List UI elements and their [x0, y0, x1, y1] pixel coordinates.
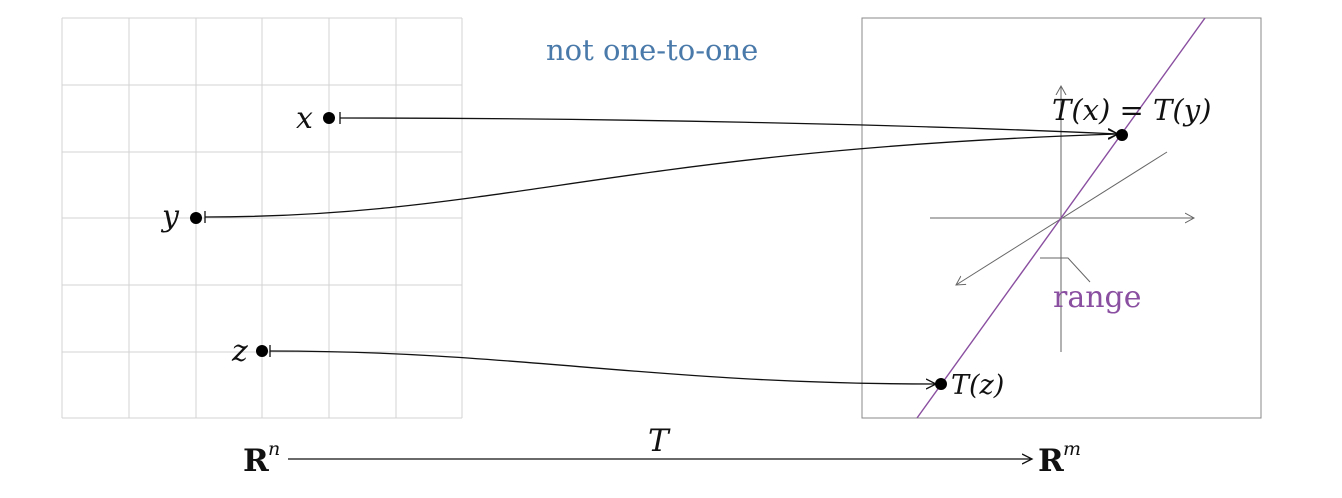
range-leader: [1040, 257, 1091, 283]
range-label: range: [1053, 280, 1142, 315]
codomain-box: [861, 17, 1262, 419]
point-z-dot: [256, 345, 268, 357]
domain-sup: n: [268, 438, 280, 460]
caption-text: not one-to-one: [546, 33, 758, 67]
image-z-label: T(z): [951, 370, 1004, 401]
transformation-label: T: [648, 423, 671, 459]
codomain-sup: m: [1063, 438, 1081, 460]
range-line: [916, 18, 1206, 418]
mapping-arrows: [204, 112, 1118, 384]
point-x-dot: [323, 112, 335, 124]
codomain-label: R: [1038, 443, 1064, 479]
domain-grid: [61, 17, 463, 419]
point-y-dot: [190, 212, 202, 224]
point-z-label: z: [231, 334, 248, 369]
point-y-label: y: [160, 199, 180, 234]
point-x-label: x: [296, 101, 313, 136]
image-z-dot: [935, 378, 947, 390]
image-xy-dot: [1116, 129, 1128, 141]
image-xy-label: T(x) = T(y): [1052, 93, 1211, 127]
domain-label: R: [243, 443, 269, 479]
